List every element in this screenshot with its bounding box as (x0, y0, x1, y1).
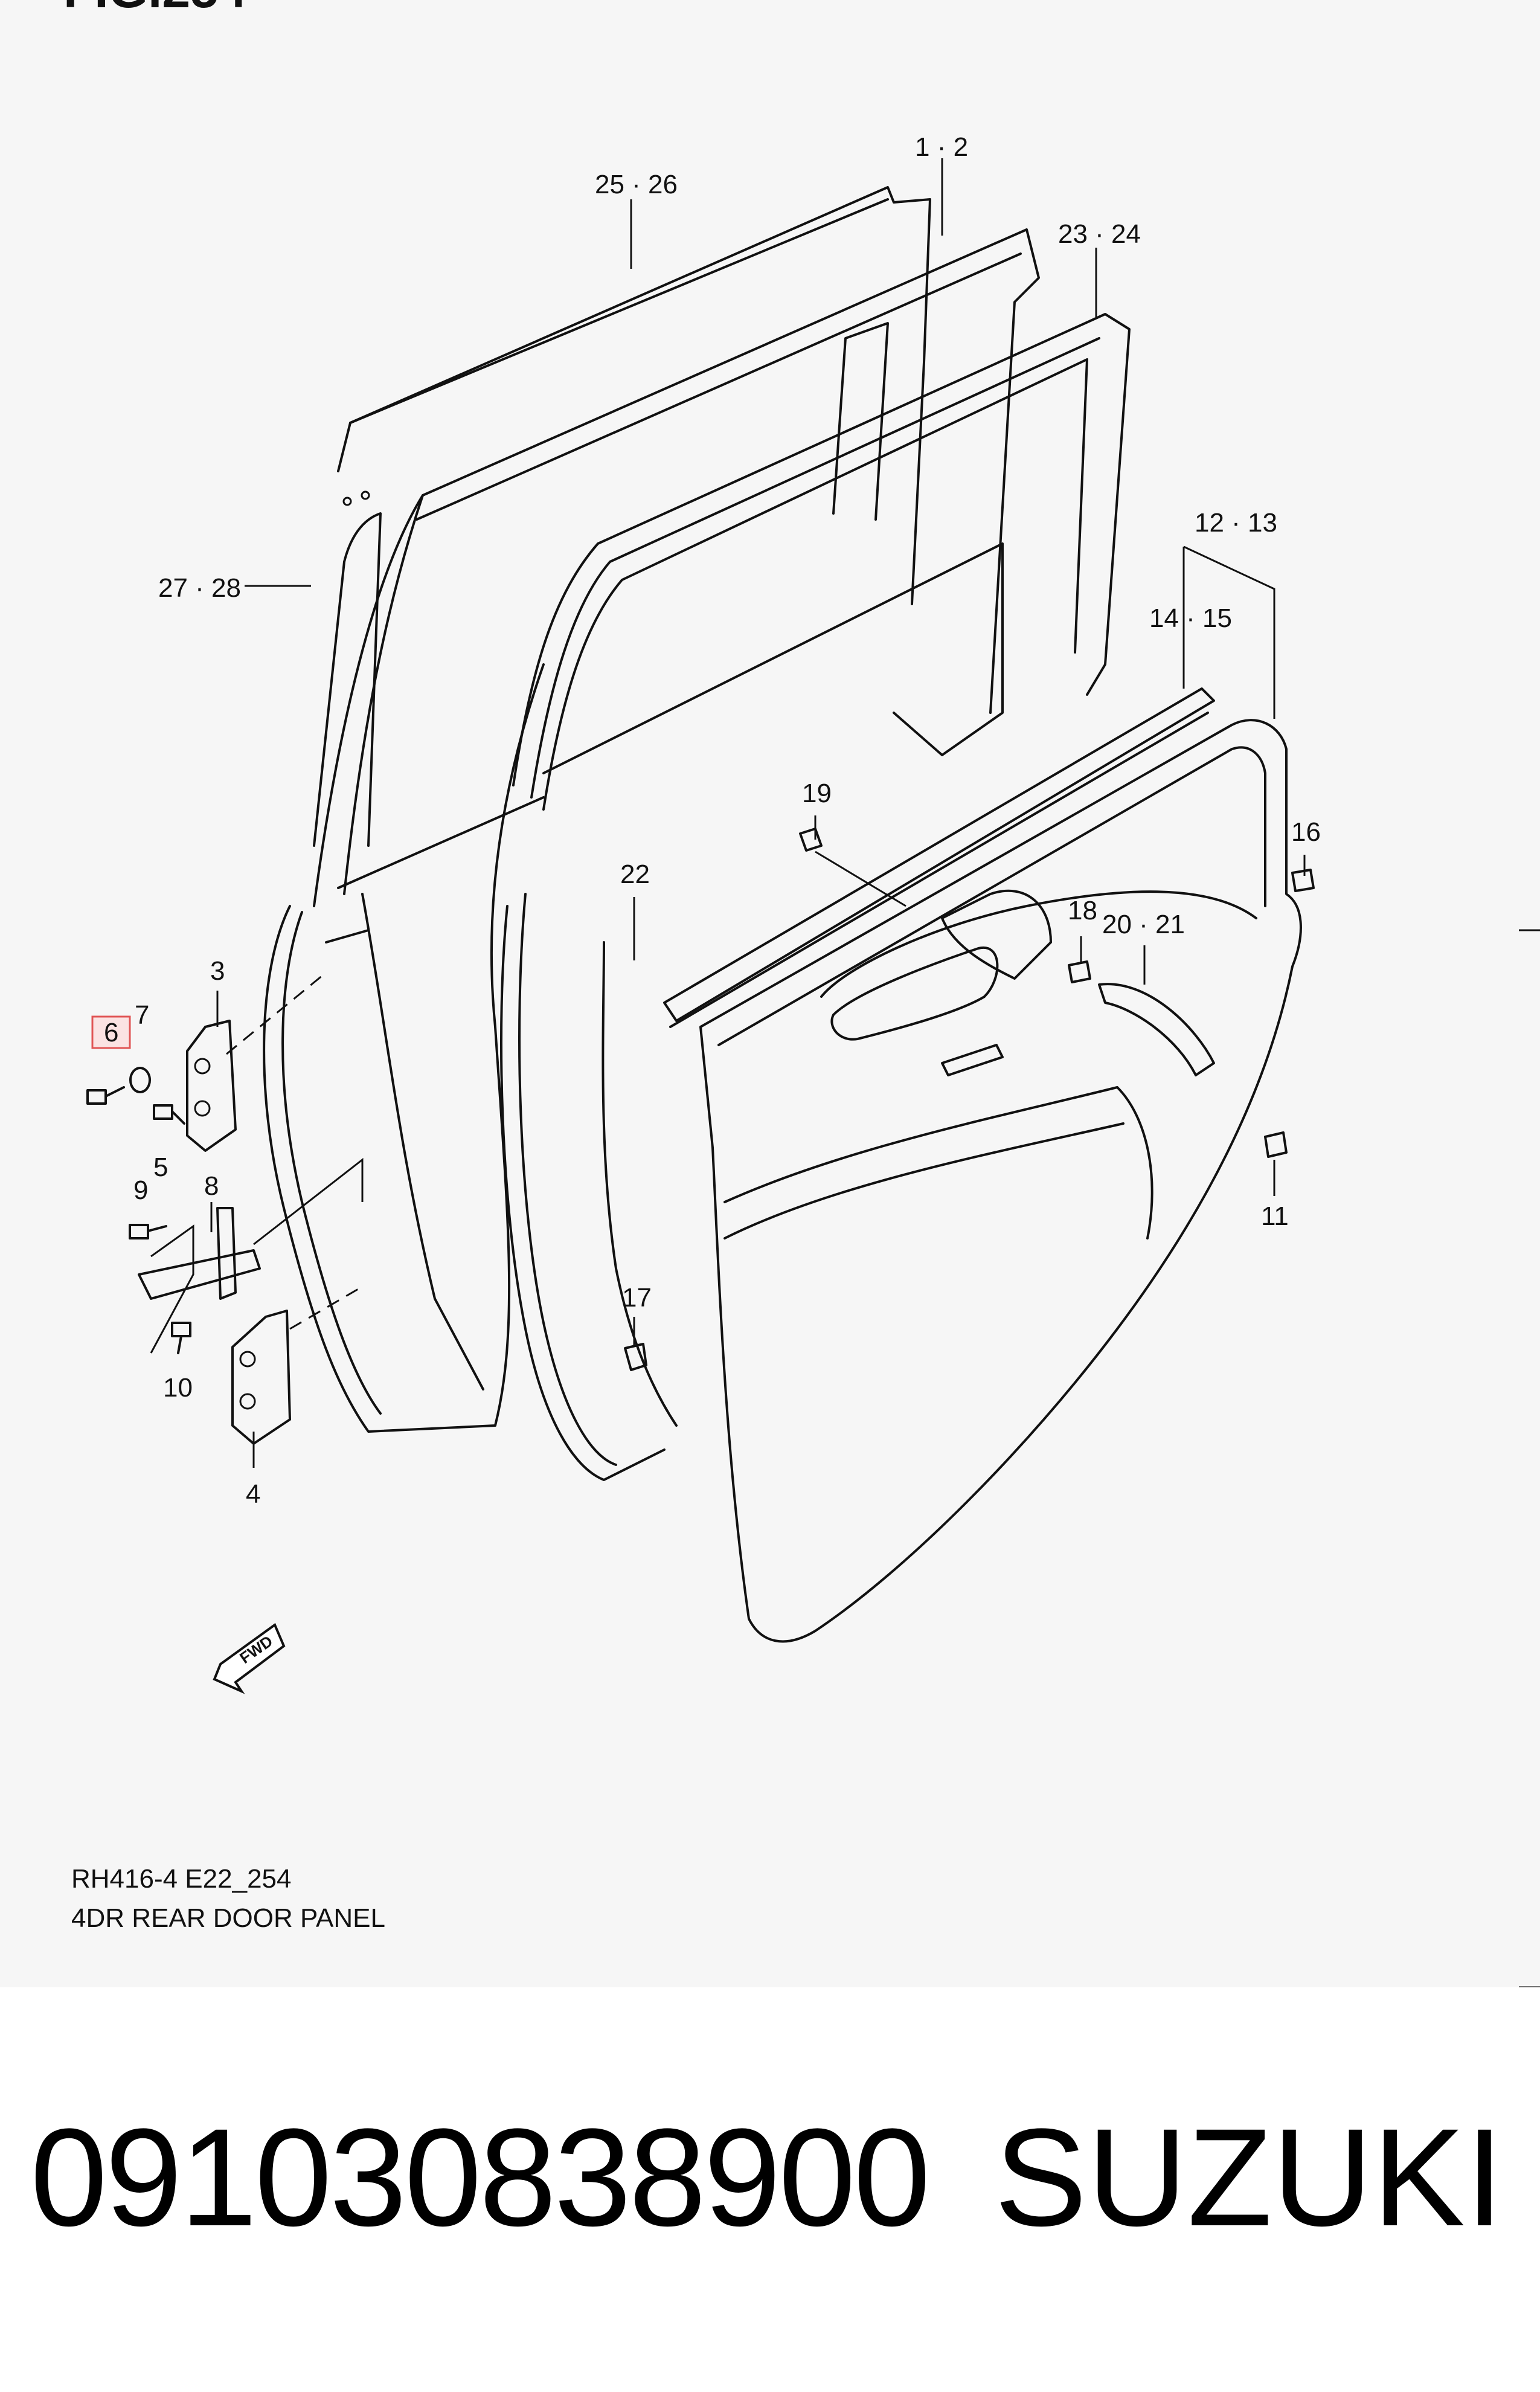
footer-bar (0, 1987, 1540, 2392)
callout-17: 17 (622, 1283, 652, 1313)
callout-5: 5 (153, 1153, 168, 1182)
callout-20-21: 20 · 21 (1102, 910, 1185, 939)
callout-9: 9 (133, 1175, 148, 1205)
part-number: 091030838900 (30, 2100, 931, 2255)
callout-19: 19 (802, 779, 832, 808)
figure-header: FIG.254 (63, 0, 247, 18)
callout-6-highlight-box (91, 1015, 131, 1049)
callout-16: 16 (1291, 817, 1321, 847)
diagram-code: RH416-4 E22_254 (71, 1864, 291, 1894)
callout-4: 4 (246, 1479, 260, 1509)
callout-1-2: 1 · 2 (915, 132, 968, 162)
callout-23-24: 23 · 24 (1058, 219, 1141, 249)
callout-25-26: 25 · 26 (595, 170, 678, 199)
callout-7: 7 (135, 1000, 149, 1030)
callout-22: 22 (620, 860, 650, 889)
callout-18: 18 (1068, 896, 1097, 925)
callout-27-28: 27 · 28 (158, 573, 241, 603)
brand-name: SUZUKI (994, 2100, 1504, 2255)
callout-11: 11 (1261, 1201, 1289, 1231)
exploded-parts-diagram: FIG.254 (63, 0, 1540, 1987)
leader-lines (150, 158, 1306, 1468)
callout-6: 6 (104, 1018, 118, 1047)
callout-3: 3 (210, 956, 225, 986)
callout-14-15: 14 · 15 (1149, 603, 1232, 633)
fwd-arrow-icon: FWD (213, 1622, 286, 1694)
diagram-title: 4DR REAR DOOR PANEL (71, 1903, 385, 1933)
door-outer-panel (263, 186, 1302, 1643)
hardware-parts (86, 828, 1315, 1445)
callout-12-13: 12 · 13 (1195, 508, 1277, 538)
callout-8: 8 (204, 1171, 219, 1201)
diagram-panel: FIG.254 (63, 0, 1540, 1987)
callout-10: 10 (163, 1373, 193, 1403)
